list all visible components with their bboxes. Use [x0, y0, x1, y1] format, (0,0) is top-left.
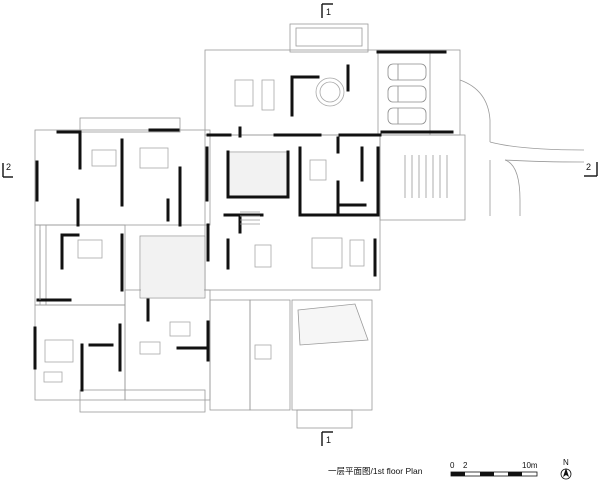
scale-bar-mid-label: 2 [463, 461, 468, 470]
section-marker-right-label: 2 [586, 162, 591, 172]
furniture [43, 77, 365, 383]
north-arrow-icon [563, 468, 569, 477]
ramp-stripes [404, 155, 448, 198]
stairs [39, 211, 260, 300]
north-arrow: N [560, 458, 572, 480]
section-marker-left: 2 [2, 162, 13, 178]
walls [33, 50, 454, 392]
scale-bar-end-label: 10m [522, 461, 538, 470]
section-marker-bottom: 1 [321, 431, 333, 446]
section-marker-left-label: 2 [6, 162, 11, 172]
plan-caption: 一层平面图/1st floor Plan [328, 466, 423, 476]
section-marker-top-label: 1 [326, 7, 331, 17]
parked-cars [387, 63, 427, 125]
section-marker-right: 2 [584, 162, 598, 177]
courtyards [141, 153, 369, 346]
building-outline [34, 23, 585, 429]
scale-bar: 0 2 10m [450, 461, 538, 477]
north-arrow-label: N [563, 458, 569, 467]
scale-bar-start-label: 0 [450, 461, 455, 470]
section-marker-bottom-label: 1 [326, 435, 331, 445]
section-marker-top: 1 [321, 3, 333, 18]
